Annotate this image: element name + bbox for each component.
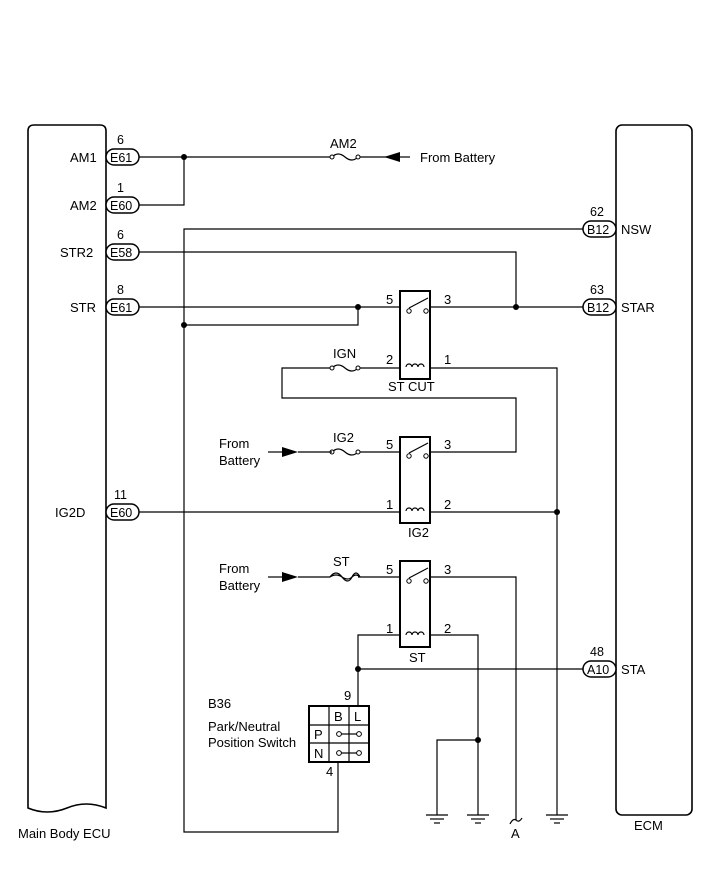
svg-text:5: 5 (386, 292, 393, 307)
svg-text:Position Switch: Position Switch (208, 735, 296, 750)
relay-ig2: 5 3 1 2 IG2 (386, 436, 451, 540)
connector-str2: E58 6 STR2 (60, 228, 140, 261)
svg-text:STA: STA (621, 662, 646, 677)
ground-1 (426, 814, 448, 824)
ecm-label: ECM (634, 818, 663, 833)
svg-text:A10: A10 (587, 663, 609, 677)
fuse-st: ST (329, 554, 361, 582)
svg-text:AM1: AM1 (70, 150, 97, 165)
svg-text:STAR: STAR (621, 300, 655, 315)
svg-text:From: From (219, 436, 249, 451)
fuse-ign: IGN (329, 346, 361, 372)
connector-star: B12 63 STAR (582, 283, 655, 316)
svg-text:IG2: IG2 (408, 525, 429, 540)
svg-text:Battery: Battery (219, 453, 261, 468)
svg-text:ST: ST (333, 554, 350, 569)
svg-text:3: 3 (444, 562, 451, 577)
junction-dots (181, 154, 560, 743)
ecm-block (615, 124, 693, 816)
svg-text:Battery: Battery (219, 578, 261, 593)
svg-text:B12: B12 (587, 301, 609, 315)
main-body-ecu-block (27, 124, 107, 813)
svg-text:IG2D: IG2D (55, 505, 85, 520)
svg-text:IG2: IG2 (333, 430, 354, 445)
svg-text:4: 4 (326, 764, 333, 779)
connector-sta: A10 48 STA (582, 645, 646, 678)
svg-text:B36: B36 (208, 696, 231, 711)
svg-text:B: B (334, 709, 343, 724)
battery-source-am2: From Battery (384, 150, 496, 165)
svg-text:E60: E60 (110, 199, 132, 213)
svg-text:6: 6 (117, 133, 124, 147)
svg-text:8: 8 (117, 283, 124, 297)
svg-text:STR2: STR2 (60, 245, 93, 260)
svg-text:9: 9 (344, 688, 351, 703)
svg-text:2: 2 (444, 497, 451, 512)
connector-am1: E61 6 AM1 (70, 133, 140, 166)
svg-text:3: 3 (444, 292, 451, 307)
relay-st: 5 3 1 2 ST (386, 560, 451, 665)
svg-text:11: 11 (114, 488, 127, 502)
svg-text:P: P (314, 727, 323, 742)
main-body-ecu-label: Main Body ECU (18, 826, 110, 841)
battery-source-st: From Battery (219, 561, 330, 593)
svg-text:62: 62 (590, 205, 604, 219)
svg-text:AM2: AM2 (70, 198, 97, 213)
svg-text:A: A (511, 826, 520, 841)
svg-text:5: 5 (386, 562, 393, 577)
connector-nsw: B12 62 NSW (582, 205, 652, 238)
svg-text:Park/Neutral: Park/Neutral (208, 719, 280, 734)
svg-text:IGN: IGN (333, 346, 356, 361)
ground-symbols (426, 814, 568, 824)
ground-3 (546, 814, 568, 824)
svg-text:L: L (354, 709, 361, 724)
svg-text:48: 48 (590, 645, 604, 659)
svg-text:From Battery: From Battery (420, 150, 496, 165)
svg-text:From: From (219, 561, 249, 576)
svg-text:3: 3 (444, 437, 451, 452)
ground-2 (467, 814, 489, 824)
connector-str: E61 8 STR (70, 283, 140, 316)
svg-text:STR: STR (70, 300, 96, 315)
svg-text:E61: E61 (110, 151, 132, 165)
svg-text:B12: B12 (587, 223, 609, 237)
fuse-am2: AM2 (329, 136, 361, 161)
svg-text:1: 1 (444, 352, 451, 367)
svg-text:5: 5 (386, 437, 393, 452)
svg-text:2: 2 (444, 621, 451, 636)
svg-text:6: 6 (117, 228, 124, 242)
svg-text:E61: E61 (110, 301, 132, 315)
svg-text:1: 1 (386, 497, 393, 512)
relay-st-cut: 5 3 2 1 ST CUT (386, 290, 451, 394)
battery-source-ig2: From Battery (219, 436, 332, 468)
svg-text:NSW: NSW (621, 222, 652, 237)
svg-text:2: 2 (386, 352, 393, 367)
svg-text:63: 63 (590, 283, 604, 297)
svg-text:ST CUT: ST CUT (388, 379, 435, 394)
continuation-a: A (509, 817, 523, 841)
svg-text:AM2: AM2 (330, 136, 357, 151)
svg-text:ST: ST (409, 650, 426, 665)
svg-text:1: 1 (386, 621, 393, 636)
park-neutral-switch: B36 Park/Neutral Position Switch 9 4 B L… (208, 688, 370, 779)
connector-ig2d: E60 11 IG2D (55, 488, 140, 521)
svg-text:E60: E60 (110, 506, 132, 520)
fuse-ig2: IG2 (329, 430, 361, 456)
connector-am2: E60 1 AM2 (70, 181, 140, 214)
svg-text:E58: E58 (110, 246, 132, 260)
svg-text:1: 1 (117, 181, 124, 195)
svg-text:N: N (314, 746, 323, 761)
wires (139, 156, 583, 833)
